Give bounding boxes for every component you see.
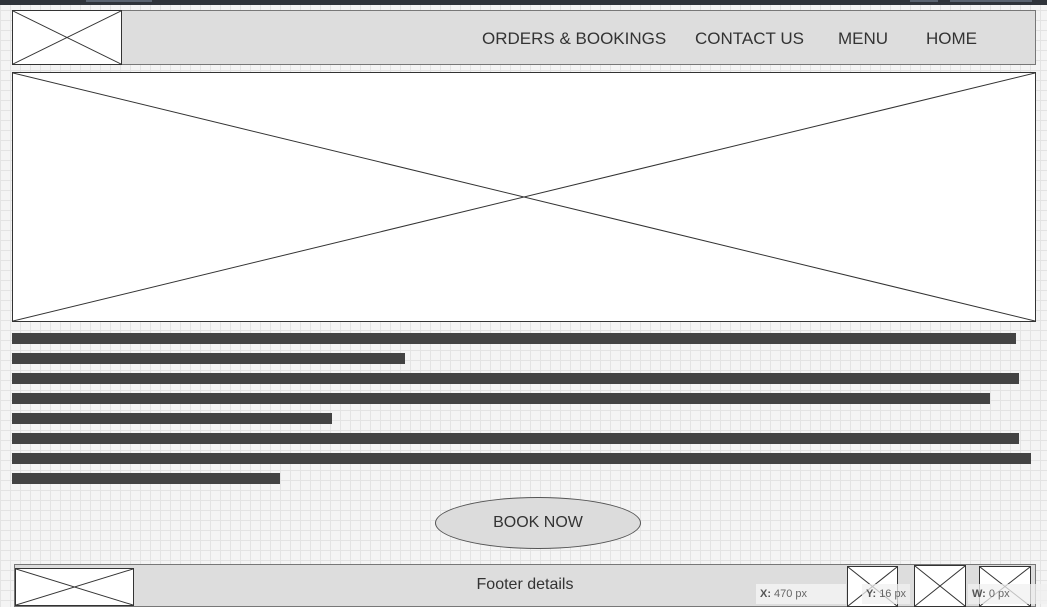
nav-contact-us[interactable]: CONTACT US <box>695 29 804 48</box>
logo-image-placeholder-icon[interactable] <box>12 10 122 65</box>
site-header: ORDERS & BOOKINGS CONTACT US MENU HOME <box>12 10 1036 65</box>
text-line <box>12 413 332 424</box>
nav-menu[interactable]: MENU <box>838 29 889 48</box>
y-label: Y: <box>866 588 877 600</box>
w-unit: px <box>997 588 1010 600</box>
text-line <box>12 453 1031 464</box>
nav-orders-bookings[interactable]: ORDERS & BOOKINGS <box>482 29 667 48</box>
footer-logo-placeholder-icon <box>15 568 134 606</box>
text-line <box>12 473 280 484</box>
text-line <box>12 373 1019 384</box>
top-bar-handle <box>950 0 1032 2</box>
social-icon-placeholder-icon[interactable] <box>914 565 966 607</box>
text-line <box>12 333 1016 344</box>
w-value: 0 <box>988 588 995 600</box>
w-label: W: <box>972 588 986 600</box>
y-unit: px <box>894 588 907 600</box>
x-coordinate-readout: X: 470 px <box>756 584 846 604</box>
nav-home[interactable]: HOME <box>926 29 977 48</box>
text-line <box>12 393 990 404</box>
y-value: 16 <box>879 588 892 600</box>
text-line <box>12 433 1019 444</box>
top-bar-handle <box>910 0 938 2</box>
top-bar-handle <box>86 0 152 2</box>
book-now-label: BOOK NOW <box>493 514 583 531</box>
window-top-bar <box>0 0 1047 5</box>
w-dimension-readout: W: 0 px <box>968 584 1047 604</box>
x-value: 470 <box>774 588 793 600</box>
book-now-button[interactable]: BOOK NOW <box>435 497 641 549</box>
x-label: X: <box>760 588 771 600</box>
hero-image-placeholder-icon <box>12 72 1036 322</box>
y-coordinate-readout: Y: 16 px <box>862 584 910 604</box>
text-line <box>12 353 405 364</box>
x-unit: px <box>795 588 807 600</box>
footer-details: Footer details <box>476 576 574 593</box>
